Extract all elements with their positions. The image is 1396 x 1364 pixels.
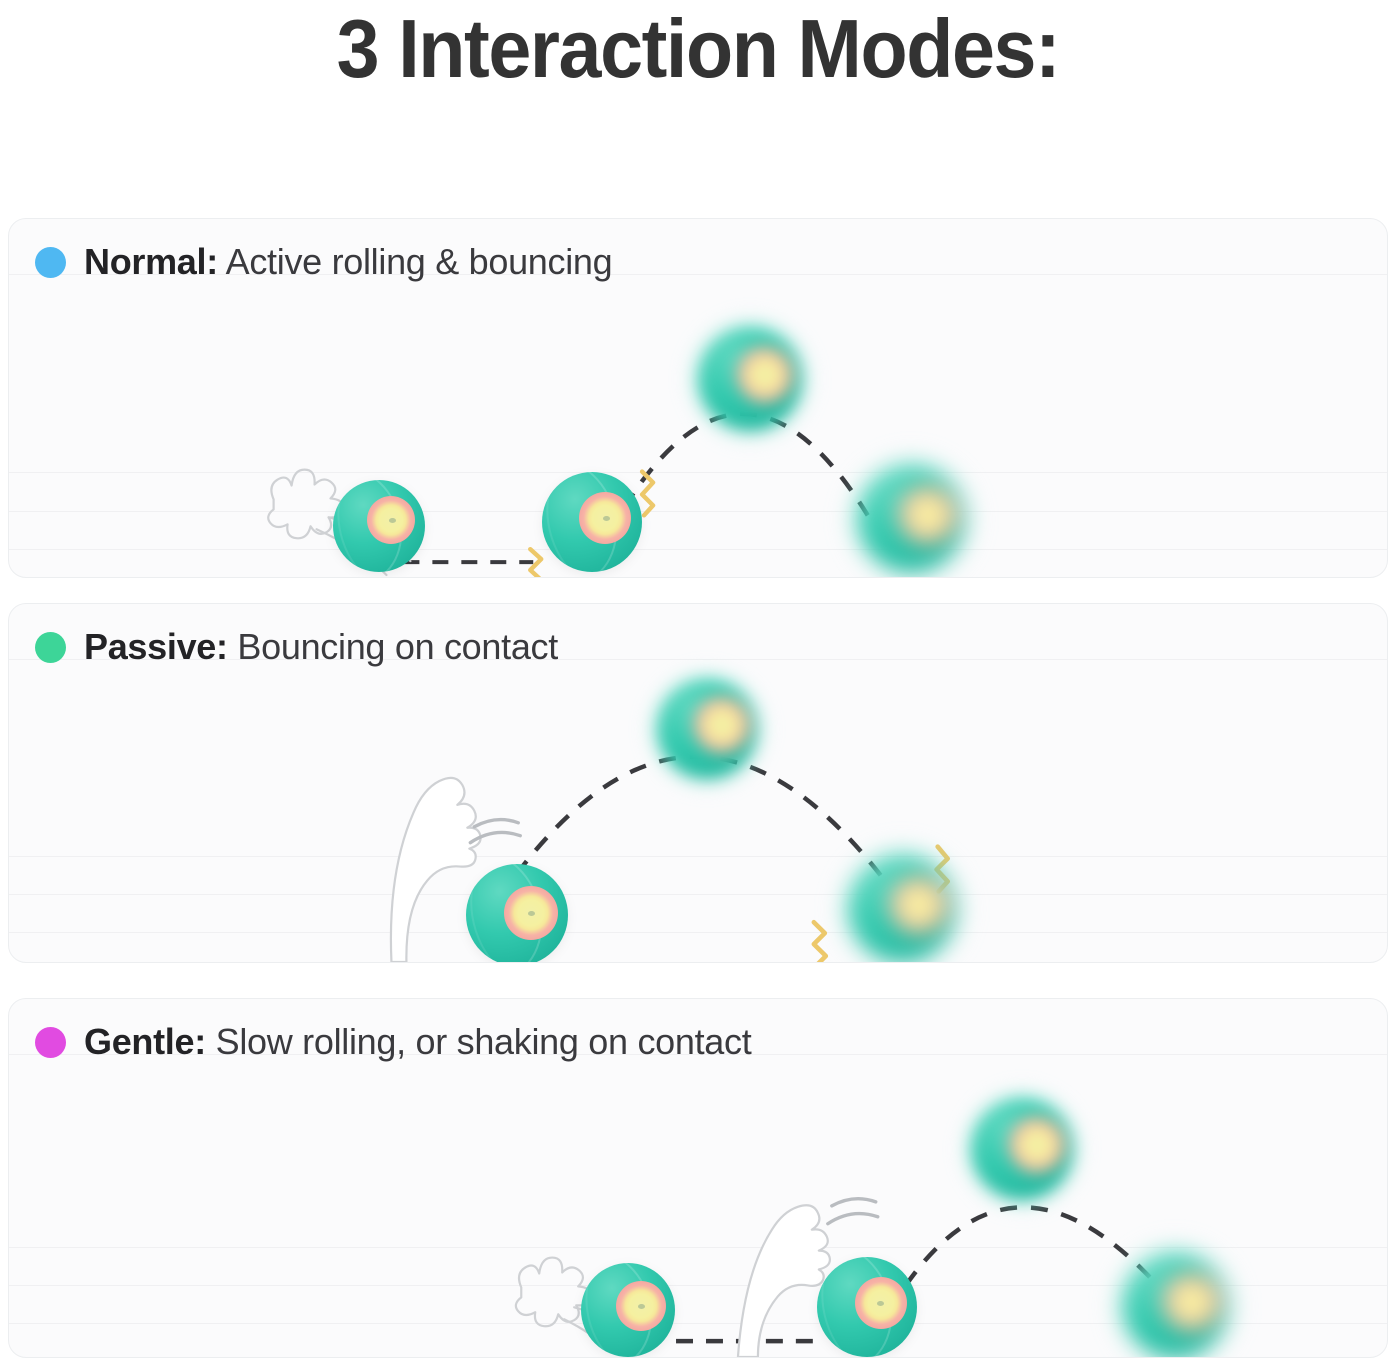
ball-landing <box>843 451 979 577</box>
mode-header-gentle: Gentle: Slow rolling, or shaking on cont… <box>35 1021 752 1063</box>
rule-line <box>9 659 1387 660</box>
ball-at-paw <box>817 1257 917 1357</box>
rule-line <box>9 1247 1387 1248</box>
ball-led-eye <box>1163 1272 1221 1331</box>
ball-at-paw <box>466 864 568 962</box>
ball-landing <box>1108 1239 1242 1357</box>
ball-led-eye <box>616 1281 666 1332</box>
motion-swish <box>826 1197 880 1226</box>
mode-card-normal: Normal: Active rolling & bouncing <box>8 218 1388 578</box>
cat-leg-icon <box>389 776 482 962</box>
ball-led-pupil <box>877 1301 884 1306</box>
rule-line <box>9 472 1387 473</box>
ball-led-eye <box>737 346 793 403</box>
dashed-bounce-arc <box>903 1205 1161 1289</box>
mode-description: Active rolling & bouncing <box>225 241 613 282</box>
mode-description: Bouncing on contact <box>237 626 558 667</box>
rule-line <box>9 1054 1387 1055</box>
rule-line <box>9 856 1387 857</box>
vibration-zigzag <box>528 469 656 577</box>
mode-name: Passive: <box>84 626 228 667</box>
motion-swish <box>468 817 522 845</box>
ball-led-eye <box>855 1277 907 1329</box>
mode-name: Gentle: <box>84 1021 206 1062</box>
ball-led-eye <box>1009 1116 1065 1173</box>
ball-rolling <box>333 480 425 572</box>
ball-led-eye <box>367 496 415 545</box>
ball-led-pupil <box>528 910 535 916</box>
ball-led-pupil <box>603 516 610 521</box>
rule-line <box>9 511 1387 512</box>
ball-led-eye <box>890 875 948 934</box>
mode-header-passive: Passive: Bouncing on contact <box>35 626 558 668</box>
status-dot-blue-icon <box>35 246 66 278</box>
mode-label-passive: Passive: Bouncing on contact <box>84 626 558 668</box>
rule-line <box>9 1323 1387 1324</box>
rule-line <box>9 894 1387 895</box>
ball-rolling <box>581 1263 675 1357</box>
ball-led-pupil <box>638 1304 645 1310</box>
cat-leg-icon <box>736 1204 831 1357</box>
page-title: 3 Interaction Modes: <box>336 2 1061 95</box>
ball-apex <box>956 1083 1088 1215</box>
ball-landing <box>834 841 970 962</box>
mode-card-passive: Passive: Bouncing on contact <box>8 603 1388 963</box>
ball-led-pupil <box>389 518 396 524</box>
mode-label-normal: Normal: Active rolling & bouncing <box>84 241 613 283</box>
mode-header-normal: Normal: Active rolling & bouncing <box>35 241 613 283</box>
status-dot-green-icon <box>35 631 66 663</box>
rule-line <box>9 1285 1387 1286</box>
rule-line <box>9 549 1387 550</box>
ball-led-eye <box>694 697 750 753</box>
ball-apex <box>683 312 817 446</box>
mode-name: Normal: <box>84 241 218 282</box>
mode-description: Slow rolling, or shaking on contact <box>215 1021 752 1062</box>
mode-label-gentle: Gentle: Slow rolling, or shaking on cont… <box>84 1021 752 1063</box>
ball-bounce-start <box>542 472 642 572</box>
ball-led-eye <box>899 485 957 544</box>
ball-led-eye <box>504 885 558 940</box>
rule-line <box>9 274 1387 275</box>
ball-led-eye <box>579 492 631 544</box>
status-dot-magenta-icon <box>35 1026 66 1058</box>
rule-line <box>9 932 1387 933</box>
ball-apex <box>643 665 771 793</box>
mode-card-gentle: Gentle: Slow rolling, or shaking on cont… <box>8 998 1388 1358</box>
